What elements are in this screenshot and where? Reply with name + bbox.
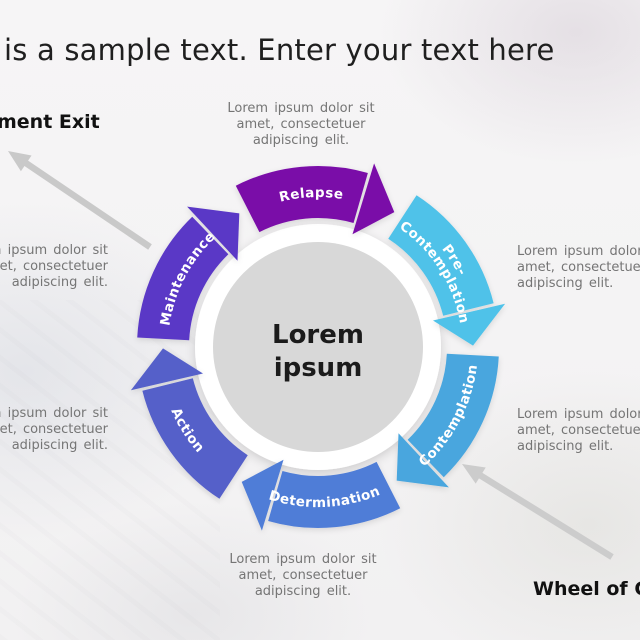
text-block-right-upper[interactable]: Lorem ipsum dolor sit amet, consectetuer…	[517, 244, 640, 292]
permanent-exit-label[interactable]: ment Exit	[0, 111, 100, 133]
text-line: Lorem ipsum dolor sit	[517, 407, 640, 422]
slide-title[interactable]: is a sample text. Enter your text here	[4, 33, 555, 67]
text-line: adipiscing elit.	[11, 438, 108, 453]
wheel-segments: RelapsePre-ContemplationContemplationDet…	[130, 163, 506, 531]
segment-arrowhead	[241, 459, 284, 531]
text-line: amet, consectetuer	[238, 568, 368, 583]
segment-arrowhead	[433, 303, 506, 346]
text-line: adipiscing elit.	[252, 133, 350, 148]
segment-arrowhead	[352, 163, 395, 235]
text-block-right-lower[interactable]: Lorem ipsum dolor sit amet, consectetuer…	[517, 407, 640, 455]
text-line: adipiscing elit.	[11, 275, 108, 290]
center-text-line: Lorem	[272, 320, 364, 350]
text-line: net, consectetuer	[0, 422, 108, 437]
text-line: net, consectetuer	[0, 259, 108, 274]
text-block-top[interactable]: Lorem ipsum dolor sit amet, consectetuer…	[146, 101, 456, 149]
text-line: amet, consectetuer	[236, 117, 366, 132]
segment-arrowhead	[187, 206, 240, 261]
wheel-hub[interactable]	[213, 242, 423, 452]
segment-label: Relapse	[278, 185, 345, 206]
text-line: adipiscing elit.	[254, 584, 352, 599]
text-line: m ipsum dolor sit	[0, 406, 108, 421]
text-line: m ipsum dolor sit	[0, 243, 108, 258]
text-line: adipiscing elit.	[517, 276, 614, 291]
text-line: amet, consectetuer	[517, 260, 640, 275]
text-line: Lorem ipsum dolor sit	[229, 552, 377, 567]
wheel-of-change-label[interactable]: Wheel of Ch	[533, 578, 640, 600]
pointer-arrow-bottom-right[interactable]	[462, 464, 614, 560]
text-block-left-upper[interactable]: m ipsum dolor sit net, consectetuer adip…	[0, 243, 108, 291]
text-block-left-lower[interactable]: m ipsum dolor sit net, consectetuer adip…	[0, 406, 108, 454]
text-line: adipiscing elit.	[517, 439, 614, 454]
text-block-bottom[interactable]: Lorem ipsum dolor sit amet, consectetuer…	[148, 552, 458, 600]
segment-action[interactable]: Action	[130, 348, 249, 499]
pointer-arrow-top-left[interactable]	[8, 151, 152, 250]
text-line: amet, consectetuer	[517, 423, 640, 438]
segment-relapse[interactable]: Relapse	[235, 163, 395, 235]
segment-determination[interactable]: Determination	[241, 459, 401, 531]
segment-arrowhead	[396, 433, 449, 488]
segment-arrowhead	[130, 348, 203, 391]
center-text-line: ipsum	[273, 353, 363, 383]
text-line: Lorem ipsum dolor sit	[227, 101, 375, 116]
text-line: Lorem ipsum dolor sit	[517, 244, 640, 259]
wheel-center-label[interactable]: Lorem ipsum	[168, 319, 468, 385]
